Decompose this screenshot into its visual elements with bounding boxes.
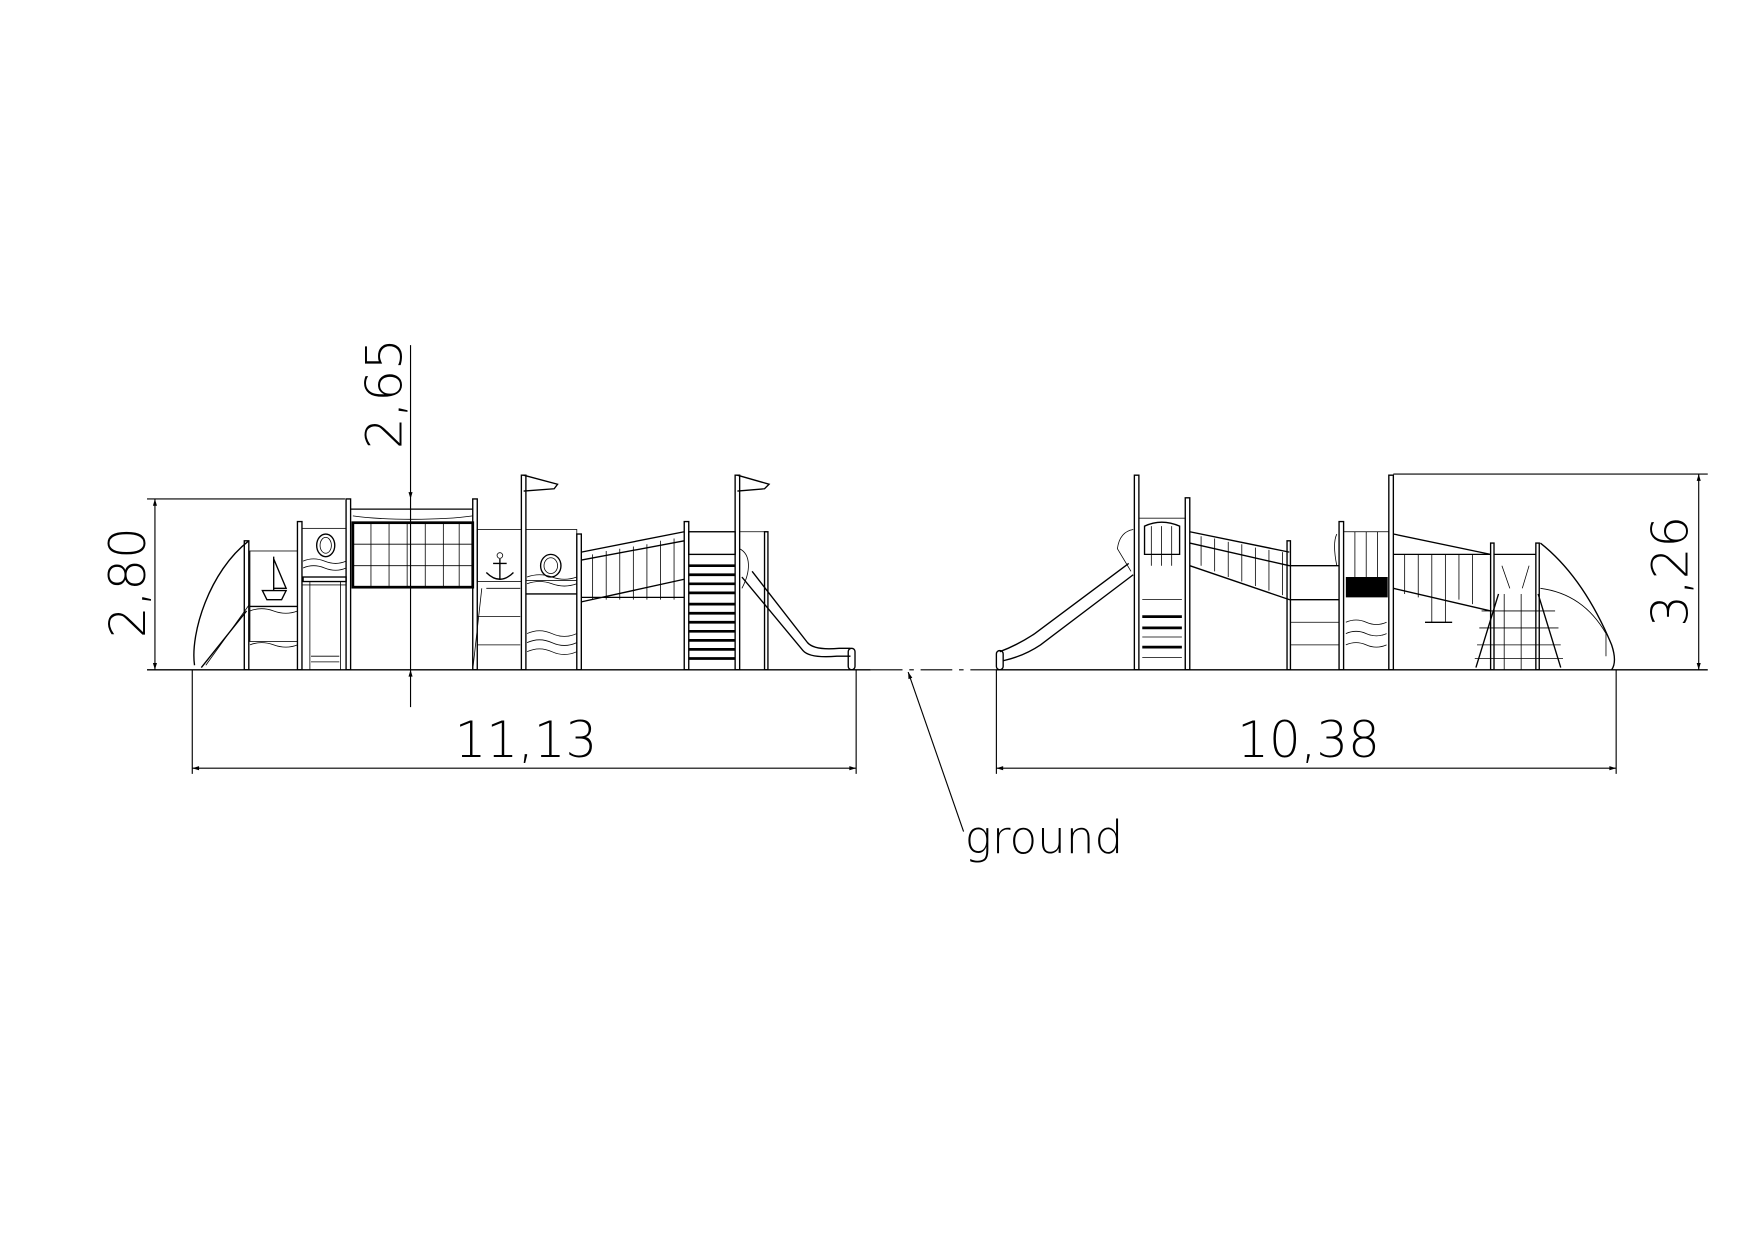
bridge (581, 531, 685, 603)
climbing-net (350, 508, 475, 589)
climbing-net (1474, 553, 1563, 670)
dimension-left-length: 11,13 (191, 669, 857, 774)
bridge (1189, 531, 1340, 646)
left-elevation-playground (193, 474, 856, 671)
slide (739, 548, 856, 671)
ground-callout: ground (907, 671, 1123, 864)
post (1133, 474, 1540, 671)
right-elevation-playground (995, 474, 1616, 671)
sailboat-panel (249, 550, 298, 648)
anchor-panel (472, 529, 522, 670)
slide (995, 529, 1134, 671)
porthole-panel (301, 527, 347, 671)
slide (1539, 542, 1616, 671)
tower-panel (1334, 531, 1390, 671)
dimension-right-length: 10,38 (995, 669, 1617, 774)
stairs (688, 531, 736, 660)
dimension-platform-height: 2,65 (356, 338, 414, 708)
dimension-label: 11,13 (455, 711, 597, 769)
ladder-tower (1138, 517, 1186, 671)
dimension-label: 3,26 (1641, 516, 1699, 627)
dimension-right-height: 3,26 (1393, 473, 1708, 670)
dimension-left-height: 2,80 (99, 498, 345, 670)
flag (523, 474, 559, 492)
dimension-label: 2,65 (356, 338, 414, 449)
flag (737, 474, 771, 533)
bridge (1393, 533, 1491, 623)
porthole-panel (525, 529, 578, 655)
dimension-label: 2,80 (99, 527, 157, 638)
ground-label: ground (965, 811, 1123, 864)
dimension-label: 10,38 (1237, 711, 1379, 769)
